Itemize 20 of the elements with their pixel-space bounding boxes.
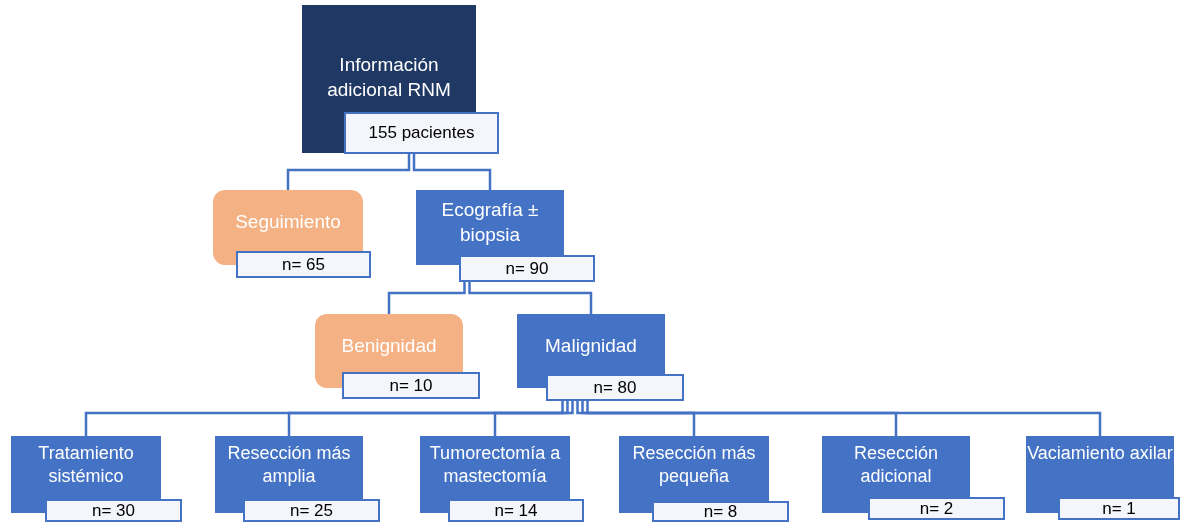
connector-line bbox=[493, 401, 574, 436]
connector-line bbox=[576, 401, 696, 436]
connector-line bbox=[84, 401, 564, 436]
connector-line bbox=[586, 401, 1102, 436]
count-label: n= 10 bbox=[342, 372, 480, 399]
connector-line bbox=[387, 282, 466, 314]
connector-line bbox=[412, 154, 492, 190]
count-label: n= 25 bbox=[243, 499, 380, 522]
count-label: 155 pacientes bbox=[344, 112, 499, 154]
connector-line bbox=[286, 154, 411, 190]
count-label: n= 30 bbox=[45, 499, 182, 522]
count-label: n= 14 bbox=[448, 499, 584, 522]
connector-line bbox=[581, 401, 898, 436]
connector-line bbox=[287, 401, 569, 436]
count-label: n= 80 bbox=[546, 374, 684, 401]
count-label: n= 1 bbox=[1058, 497, 1180, 520]
count-label: n= 65 bbox=[236, 251, 371, 278]
connector-line bbox=[468, 282, 593, 314]
count-label: n= 8 bbox=[652, 501, 789, 522]
count-label: n= 2 bbox=[868, 497, 1005, 520]
